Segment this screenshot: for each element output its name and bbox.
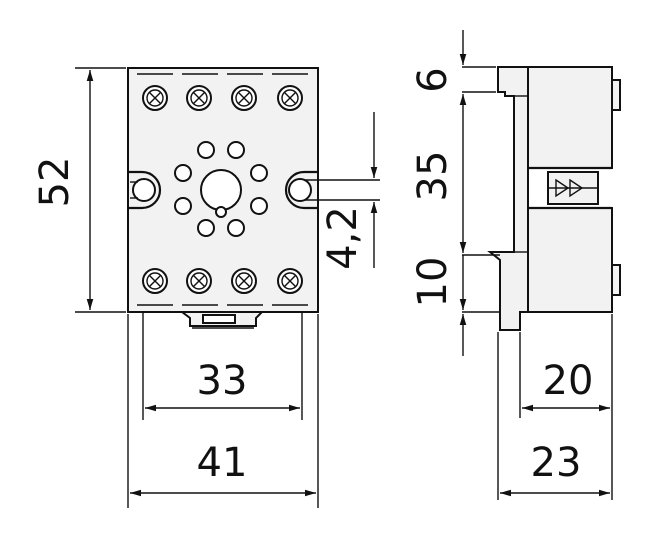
dim-depth-inner: 20 [543, 358, 594, 404]
dim-height-total: 52 [32, 157, 78, 208]
dim-rail-width: 35 [410, 151, 456, 202]
dim-pin-offset: 4,2 [320, 206, 366, 270]
screw-terminal-icon [142, 85, 168, 111]
screw-terminal-icon [142, 268, 168, 294]
screw-terminal-icon [277, 85, 303, 111]
mount-hole-left [128, 170, 162, 210]
socket-pin-icon [174, 141, 268, 237]
dimension-lines [75, 30, 613, 508]
center-keyhole [200, 169, 242, 211]
dim-top-offset: 6 [410, 67, 456, 92]
side-body-upper [527, 66, 613, 169]
dim-depth-total: 23 [531, 440, 582, 486]
side-tab-top [611, 79, 621, 111]
side-view [487, 66, 621, 331]
screw-terminal-icon [186, 85, 212, 111]
bottom-clip [179, 311, 265, 329]
mount-hole-right [284, 170, 318, 210]
screw-row-top [142, 85, 303, 111]
dim-mount-spacing: 33 [197, 358, 248, 404]
screw-terminal-icon [277, 268, 303, 294]
side-body-lower [527, 207, 613, 313]
screw-terminal-icon [231, 85, 257, 111]
screw-terminal-icon [231, 268, 257, 294]
dim-bottom-offset: 10 [410, 257, 456, 308]
center-socket [174, 141, 268, 237]
screw-terminal-icon [186, 268, 212, 294]
double-arrow-icon [547, 171, 599, 205]
screw-row-bottom [142, 268, 303, 294]
dim-width-total: 41 [197, 440, 248, 486]
dimension-labels: 52 4,2 33 41 6 35 10 20 23 [32, 67, 593, 486]
front-view [127, 67, 319, 329]
side-tab-bottom [611, 264, 621, 296]
din-rail-profile [487, 66, 529, 331]
